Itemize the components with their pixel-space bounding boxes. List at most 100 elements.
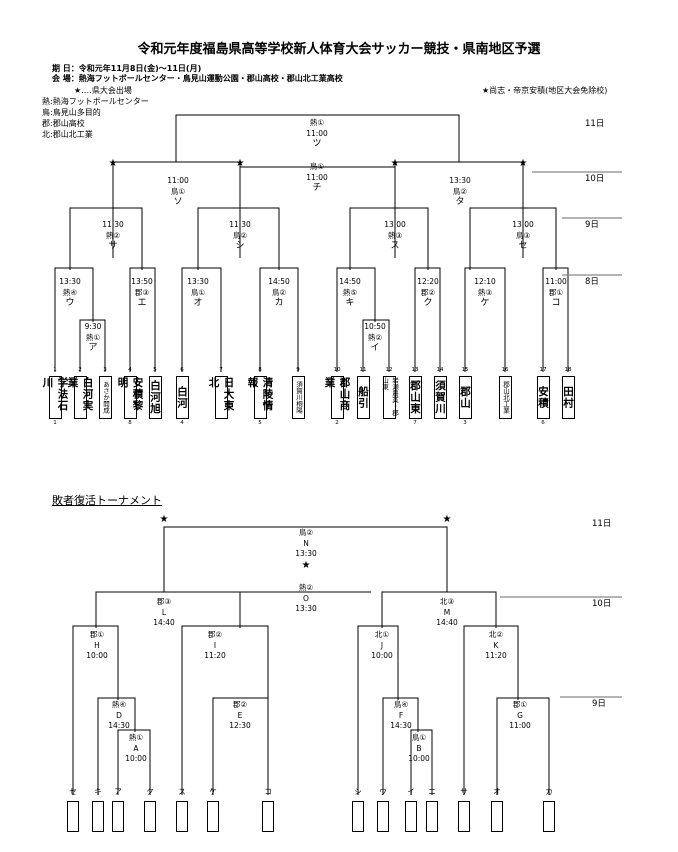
team-box: 白河旭 (149, 376, 162, 419)
slot-label: サ (460, 787, 468, 796)
team-name: あさか開成 (101, 381, 110, 414)
team-name: 須賀川桐陽 (294, 381, 303, 414)
team-number: 17 (539, 367, 547, 373)
team-number: 15 (461, 367, 469, 373)
team-number: 5 (153, 367, 157, 373)
team-name: 安積黎明 (116, 377, 144, 412)
team-number: 6 (180, 367, 184, 373)
star-icon: ★ (159, 514, 169, 525)
team-box: 安積黎明 (117, 376, 144, 419)
page-title: 令和元年度福島県高等学校新人体育大会サッカー競技・県南地区予選 (137, 42, 541, 57)
slot-box (405, 801, 417, 832)
slot-box (176, 801, 188, 832)
team-number: 13 (411, 367, 419, 373)
team-box: 学法石川 (42, 376, 69, 419)
slot-box (92, 801, 104, 832)
team-box: 岩瀬農業・郡山東 (381, 376, 399, 419)
legend-tomiyama: 鳥:鳥見山多目的 (42, 108, 101, 117)
star-icon: ★ (301, 560, 311, 571)
team-name: 郡山 (459, 386, 471, 409)
team-box: 郡山 (459, 376, 472, 419)
team-number: 8 (258, 367, 262, 373)
exempt-note: ★尚志・帝京安積(地区大会免除校) (482, 86, 608, 95)
slot-label: ク (146, 787, 154, 796)
slot-box (144, 801, 156, 832)
cons-day-label-10: 10日 (592, 599, 612, 609)
slot-box (262, 801, 274, 832)
cons-day-label-9: 9日 (592, 699, 606, 709)
seed-number: 8 (128, 420, 132, 426)
team-box: 須賀川 (434, 376, 447, 419)
legend-star: ★‥‥県大会出場 (74, 86, 132, 95)
day-label-10: 10日 (585, 174, 605, 184)
seed-number: 1 (53, 420, 57, 426)
team-box: 白河実業 (67, 376, 94, 419)
day-label-8: 8日 (585, 277, 599, 287)
team-name: 岩瀬農業・郡山東 (380, 377, 399, 416)
team-number: 18 (564, 367, 572, 373)
slot-box (67, 801, 79, 832)
team-number: 12 (385, 367, 393, 373)
slot-box (352, 801, 364, 832)
seed-number: 3 (463, 420, 467, 426)
slot-box (491, 801, 503, 832)
team-name: 清陵情報 (246, 377, 274, 412)
team-number: 10 (333, 367, 341, 373)
slot-label: コ (264, 787, 272, 796)
team-name: 白河旭 (149, 380, 161, 415)
slot-label: キ (94, 787, 102, 796)
star-icon: ★ (442, 514, 452, 525)
seed-number: 2 (335, 420, 339, 426)
seed-number: 7 (413, 420, 417, 426)
team-name: 白河実業 (66, 377, 94, 412)
team-box: 須賀川桐陽 (292, 376, 305, 419)
team-name: 郡山東 (409, 380, 421, 415)
team-number: 2 (78, 367, 82, 373)
star-icon: ★ (108, 158, 118, 169)
team-name: 船引 (357, 386, 369, 409)
slot-label: ケ (209, 787, 217, 796)
slot-label: ウ (379, 787, 387, 796)
slot-box (458, 801, 470, 832)
team-name: 須賀川 (434, 380, 446, 415)
seed-number: 5 (258, 420, 262, 426)
team-box: 日大東北 (208, 376, 235, 419)
team-name: 郡山北工業 (501, 381, 510, 414)
team-box: 清陵情報 (247, 376, 274, 419)
team-number: 3 (103, 367, 107, 373)
seed-number: 4 (180, 420, 184, 426)
legend-koriyama: 郡:郡山高校 (42, 119, 85, 128)
legend-kitakogyo: 北:郡山北工業 (42, 130, 93, 139)
slot-box (377, 801, 389, 832)
date-line: 期 日：令和元年11月8日(金)～11日(月) (52, 64, 202, 73)
team-name: 学法石川 (41, 377, 69, 412)
team-name: 白河 (176, 386, 188, 409)
team-number: 14 (436, 367, 444, 373)
team-box: 郡山北工業 (499, 376, 512, 419)
star-icon: ★ (390, 158, 400, 169)
team-name: 日大東北 (207, 377, 235, 412)
venue-line: 会 場：熱海フットボールセンター・鳥見山運動公園・郡山高校・郡山北工業高校 (52, 74, 343, 83)
team-box: 田村 (562, 376, 575, 419)
slot-box (207, 801, 219, 832)
cons-day-label-11: 11日 (592, 519, 612, 529)
day-label-9: 9日 (585, 220, 599, 230)
team-number: 16 (501, 367, 509, 373)
legend-atami: 熱:熱海フットボールセンター (42, 97, 149, 106)
